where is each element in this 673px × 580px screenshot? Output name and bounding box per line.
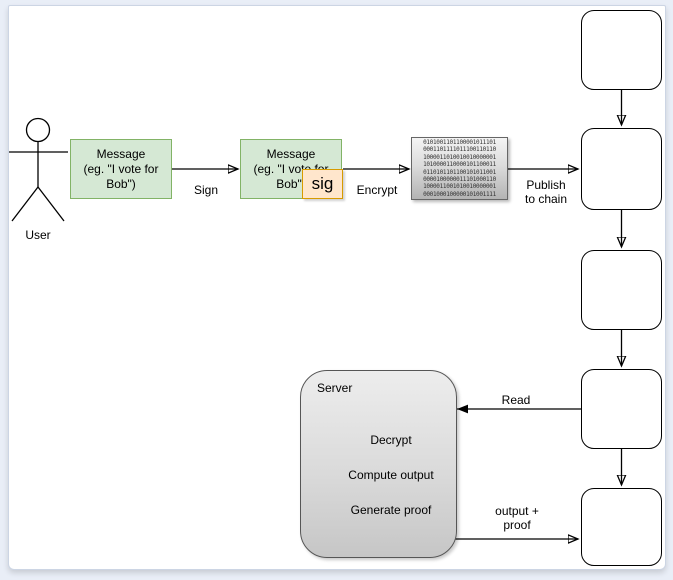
chain-block-5[interactable] bbox=[581, 488, 662, 566]
chain-block-4[interactable] bbox=[581, 369, 662, 449]
message1-line2: (eg. "I vote for bbox=[83, 161, 159, 176]
binary-line: 0001000100000101001111 bbox=[423, 190, 496, 198]
publish-label-line2: to chain bbox=[524, 192, 568, 206]
encrypt-arrow-label: Encrypt bbox=[356, 183, 398, 197]
message2-line1: Message bbox=[266, 146, 316, 161]
ciphertext-box[interactable]: 0101001101100001011101 00011011110111001… bbox=[411, 137, 508, 200]
output-label-line1: output + bbox=[495, 504, 539, 518]
chain-block-3[interactable] bbox=[581, 250, 662, 330]
chain-block-1[interactable] bbox=[581, 10, 662, 90]
binary-line: 0101001101100001011101 bbox=[423, 138, 496, 146]
server-step-generate-proof: Generate proof bbox=[350, 503, 432, 517]
output-proof-arrow-label: output + proof bbox=[486, 504, 548, 532]
binary-line: 1010000110000101100011 bbox=[423, 161, 496, 169]
read-arrow-label: Read bbox=[501, 393, 531, 407]
message-box-1[interactable]: Message (eg. "I vote for Bob") bbox=[70, 139, 172, 199]
server-title: Server bbox=[317, 381, 353, 395]
server-step-compute-output: Compute output bbox=[348, 468, 434, 482]
binary-line: 1000011001010010000001 bbox=[423, 183, 496, 191]
publish-arrow-label: Publish to chain bbox=[511, 178, 581, 206]
signature-box[interactable]: sig bbox=[302, 169, 343, 199]
message1-line3: Bob") bbox=[106, 176, 136, 191]
message1-line1: Message bbox=[96, 146, 146, 161]
message2-line3: Bob") bbox=[276, 176, 306, 191]
user-label: User bbox=[25, 228, 51, 242]
publish-label-line1: Publish bbox=[526, 178, 566, 192]
server-box[interactable] bbox=[300, 370, 457, 558]
binary-line: 0001101111011100110110 bbox=[423, 146, 496, 154]
binary-line: 0000100000011101000110 bbox=[423, 175, 496, 183]
chain-block-2[interactable] bbox=[581, 128, 662, 210]
binary-line: 0110101101100101011001 bbox=[423, 168, 496, 176]
output-label-line2: proof bbox=[503, 518, 531, 532]
server-step-decrypt: Decrypt bbox=[370, 433, 412, 447]
binary-line: 1000011010010010000001 bbox=[423, 153, 496, 161]
sign-arrow-label: Sign bbox=[193, 183, 219, 197]
